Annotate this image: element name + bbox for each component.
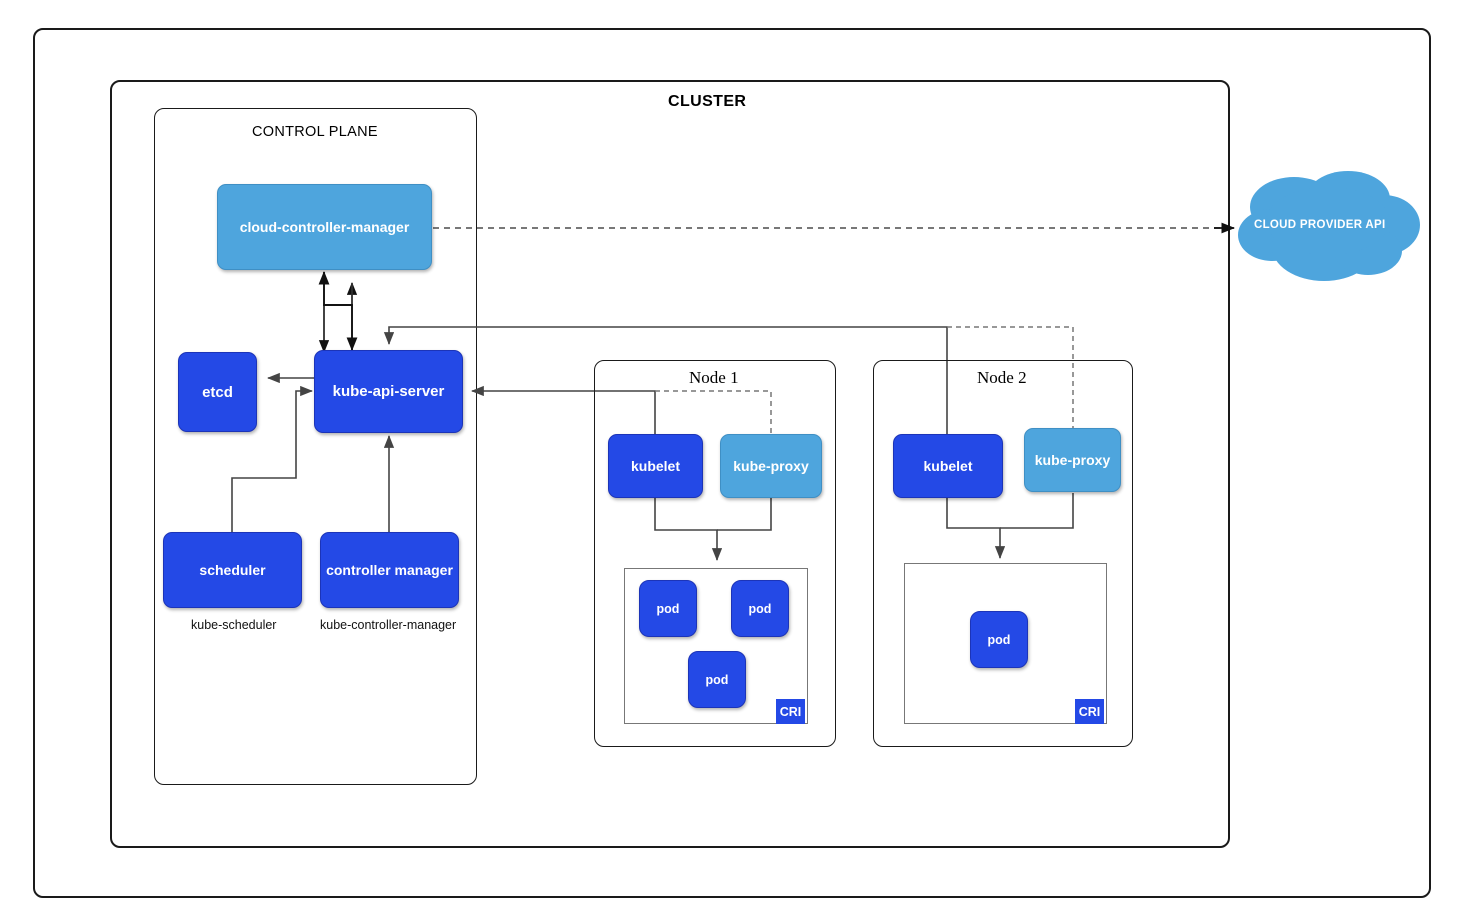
control-plane-title: CONTROL PLANE <box>252 124 378 140</box>
node-1-pod-1[interactable]: pod <box>639 580 697 637</box>
kube-controller-manager-sublabel: kube-controller-manager <box>320 618 457 632</box>
node-1-pod-2-label: pod <box>748 601 772 616</box>
controller-manager-label: controller manager <box>326 562 453 578</box>
node-2-cri-badge: CRI <box>1075 699 1104 724</box>
control-plane-frame <box>154 108 477 785</box>
node-1-kubelet-box[interactable]: kubelet <box>608 434 703 498</box>
node-2-pod-container <box>904 563 1107 724</box>
cloud-controller-manager-label: cloud-controller-manager <box>239 219 410 235</box>
node-1-pod-2[interactable]: pod <box>731 580 789 637</box>
node-2-kubelet-label: kubelet <box>923 458 973 474</box>
node-2-pod-1[interactable]: pod <box>970 611 1028 668</box>
node-1-cri-label: CRI <box>779 704 802 719</box>
node-2-frame <box>873 360 1133 747</box>
cluster-title: CLUSTER <box>668 93 747 110</box>
node-1-cri-badge: CRI <box>776 699 805 724</box>
scheduler-label: scheduler <box>199 562 266 578</box>
node-2-title: Node 2 <box>977 368 1027 387</box>
node-2-kubelet-box[interactable]: kubelet <box>893 434 1003 498</box>
kube-api-server-label: kube-api-server <box>332 383 445 400</box>
node-2-pod-1-label: pod <box>987 632 1011 647</box>
node-1-frame <box>594 360 836 747</box>
node-1-pod-3-label: pod <box>705 672 729 687</box>
cluster-frame <box>110 80 1230 848</box>
etcd-box[interactable]: etcd <box>178 352 257 432</box>
node-1-kube-proxy-box[interactable]: kube-proxy <box>720 434 822 498</box>
scheduler-box[interactable]: scheduler <box>163 532 302 608</box>
node-1-pod-1-label: pod <box>656 601 680 616</box>
cloud-controller-manager-box[interactable]: cloud-controller-manager <box>217 184 432 270</box>
node-1-kube-proxy-label: kube-proxy <box>733 458 809 474</box>
node-1-title: Node 1 <box>689 368 739 387</box>
cloud-provider-api-label: CLOUD PROVIDER API <box>1254 219 1386 231</box>
etcd-label: etcd <box>202 383 233 401</box>
node-2-kube-proxy-label: kube-proxy <box>1034 452 1111 468</box>
node-2-cri-label: CRI <box>1078 704 1101 719</box>
node-1-pod-container <box>624 568 808 724</box>
kube-api-server-box[interactable]: kube-api-server <box>314 350 463 433</box>
kube-scheduler-sublabel: kube-scheduler <box>191 618 277 632</box>
outer-frame <box>33 28 1431 898</box>
controller-manager-box[interactable]: controller manager <box>320 532 459 608</box>
node-1-pod-3[interactable]: pod <box>688 651 746 708</box>
cloud-shape-svg <box>1238 171 1420 281</box>
cloud-provider-api-shape[interactable] <box>1232 163 1424 291</box>
node-1-kubelet-label: kubelet <box>630 458 680 474</box>
node-2-kube-proxy-box[interactable]: kube-proxy <box>1024 428 1121 492</box>
